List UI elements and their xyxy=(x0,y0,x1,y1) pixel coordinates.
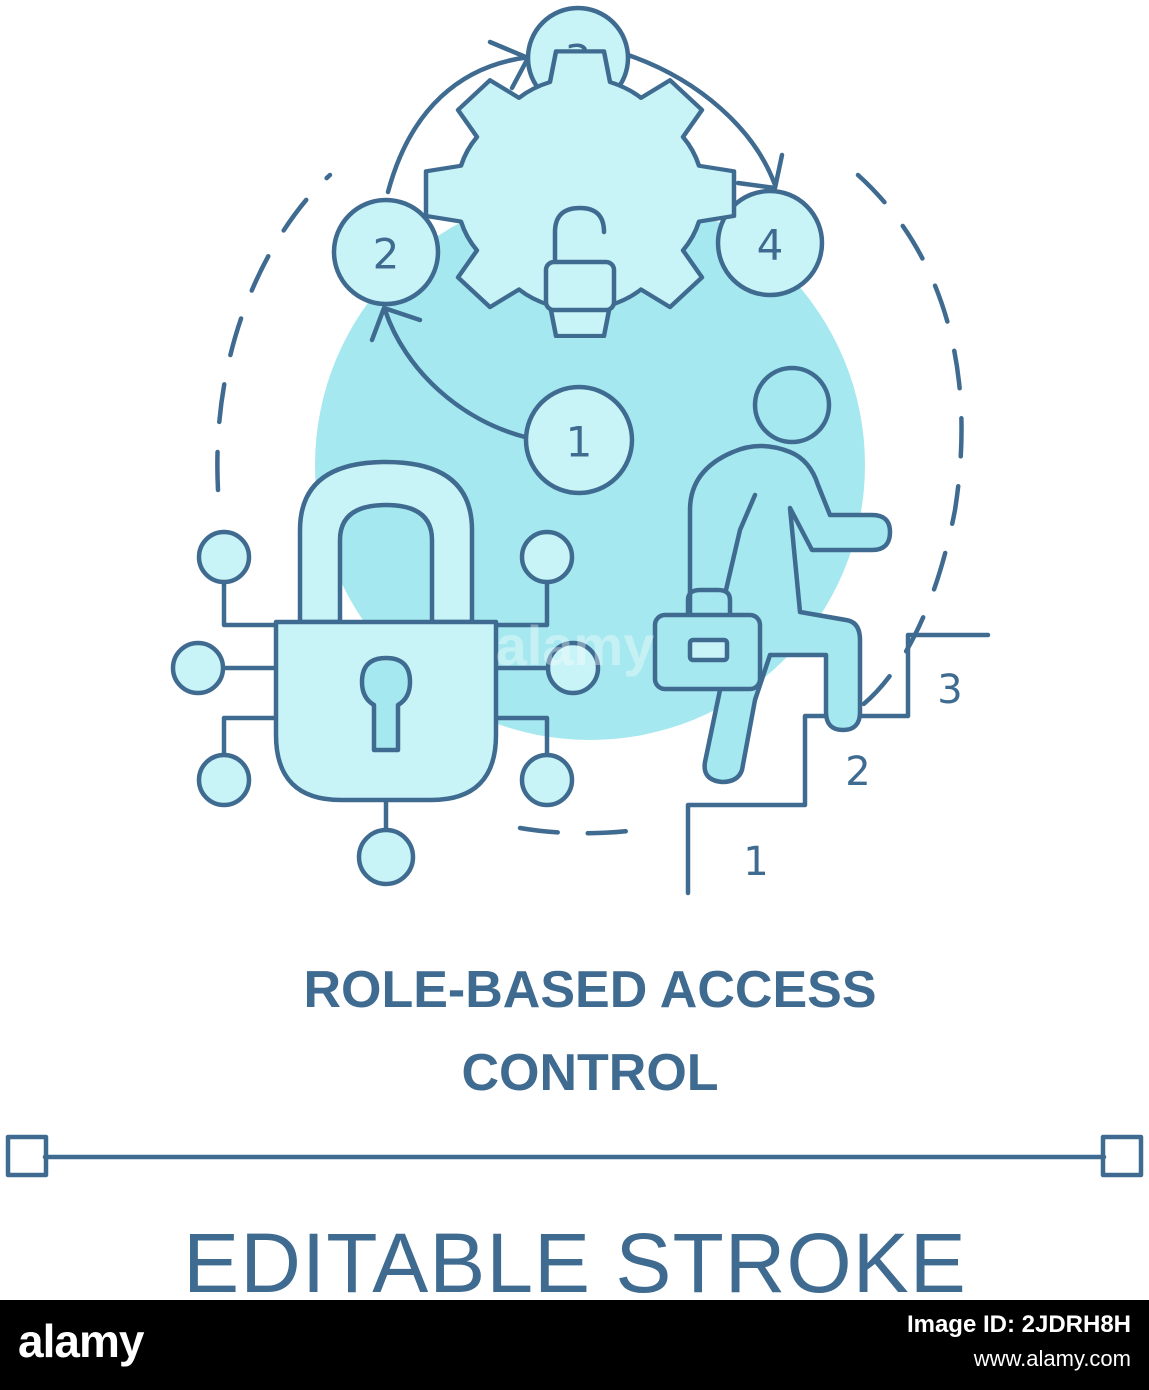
stock-watermark: alamy xyxy=(496,614,655,677)
gear-lock-icon xyxy=(423,49,737,339)
briefcase-icon xyxy=(652,587,763,692)
editable-stroke-caption: EDITABLE STROKE xyxy=(183,1216,967,1300)
editable-stroke-rule xyxy=(5,1134,1144,1178)
flow-step-4-label: 4 xyxy=(757,221,784,270)
stock-footer: alamy Image ID: 2JDRH8H www.alamy.com xyxy=(0,1300,1149,1390)
flow-arrow-3-4 xyxy=(625,52,778,188)
stair-step-2-label: 2 xyxy=(845,749,870,795)
padlock-icon xyxy=(170,459,601,887)
image-id: Image ID: 2JDRH8H xyxy=(906,1311,1131,1338)
flow-arrowhead-4 xyxy=(735,152,785,191)
person-climbing-icon xyxy=(687,365,893,785)
stock-info: Image ID: 2JDRH8H www.alamy.com xyxy=(907,1308,1131,1376)
dashed-ring xyxy=(215,172,964,836)
stock-url[interactable]: www.alamy.com xyxy=(973,1346,1131,1371)
stair-step-1-label: 1 xyxy=(743,839,768,885)
flow-step-2: 2 xyxy=(331,197,441,307)
stair-step-3-label: 3 xyxy=(937,667,962,713)
flow-step-2-label: 2 xyxy=(373,230,400,279)
stock-logo: alamy xyxy=(18,1315,144,1367)
flow-arrow-2-3 xyxy=(385,54,533,195)
title-line-1: ROLE-BASED ACCESS xyxy=(303,961,876,1019)
role-based-access-illustration: 3 2 4 1 xyxy=(5,5,1144,1300)
flow-arrowhead-2 xyxy=(369,305,423,343)
stairs-icon: 1 2 3 xyxy=(685,632,991,896)
title-line-2: CONTROL xyxy=(461,1044,718,1102)
flow-step-4: 4 xyxy=(715,188,825,298)
flow-step-1-label: 1 xyxy=(566,418,593,467)
flow-step-1: 1 xyxy=(523,384,635,496)
flow-arrow-1-2 xyxy=(382,307,528,440)
